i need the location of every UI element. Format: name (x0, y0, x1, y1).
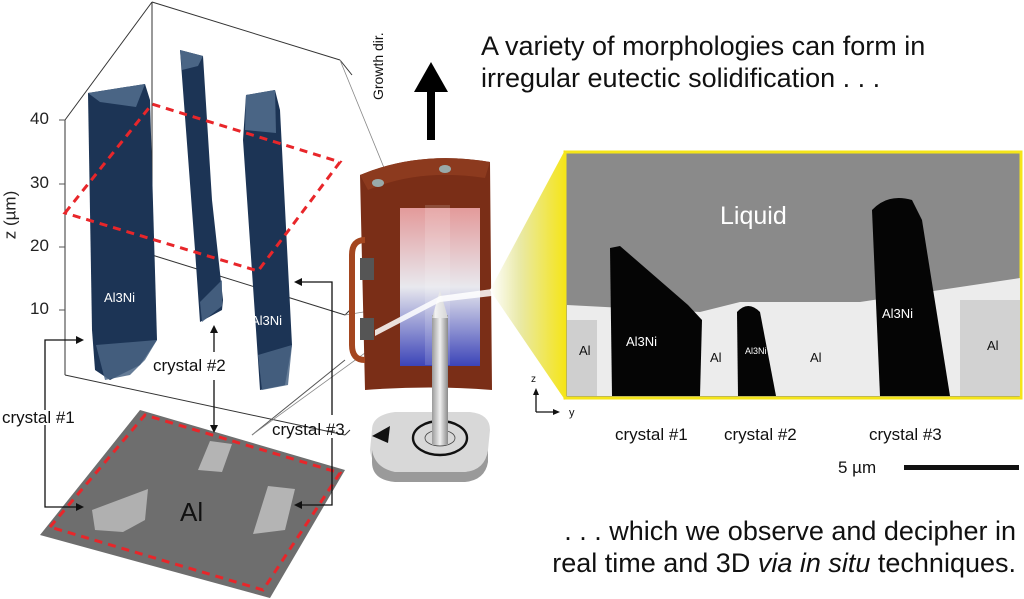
z-tick-20: 20 (30, 236, 49, 255)
crystal-1-label-xray: crystal #1 (615, 425, 688, 444)
magnification-wedge (490, 150, 565, 400)
liquid-label: Liquid (720, 202, 787, 230)
volume-bounding-box (64, 1, 353, 436)
crystal-2-label-3d: crystal #2 (153, 356, 226, 375)
al3ni-label-3d-2: Al3Ni (251, 313, 283, 328)
z-axis-label: z (µm) (0, 190, 20, 240)
xray-image (563, 150, 1023, 400)
z-tick-40: 40 (30, 109, 49, 128)
headline-top: A variety of morphologies can form in ir… (481, 30, 925, 94)
xray-al-label-2: Al (710, 350, 722, 365)
headline-bottom-line-1: . . . which we observe and decipher in (564, 516, 1016, 546)
scale-bar (904, 465, 1019, 470)
z-tick-10: 10 (30, 299, 49, 318)
xray-al3ni-label-2: Al3Ni (745, 346, 767, 356)
headline-bottom: . . . which we observe and decipher in r… (552, 515, 1016, 579)
xray-al-label-4: Al (987, 338, 999, 353)
xray-al-label-3: Al (810, 350, 822, 365)
crystal-2-label-xray: crystal #2 (724, 425, 797, 444)
crystal-3-label-xray: crystal #3 (869, 425, 942, 444)
al3ni-label-3d-1: Al3Ni (104, 290, 136, 305)
crystal-1-label-3d: crystal #1 (2, 408, 75, 427)
z-axis (59, 119, 65, 311)
headline-bottom-text: real time and 3D (552, 548, 758, 578)
crystal-pointer-heads (76, 278, 302, 511)
headline-bottom-text-end: techniques. (870, 548, 1016, 578)
crystal-2-3d (180, 50, 223, 322)
crystal-3-3d (243, 90, 292, 390)
slice-plane-outline (62, 102, 343, 273)
crystal-pointer-lines (44, 281, 333, 508)
scale-bar-label: 5 µm (838, 458, 877, 477)
zy-axis (533, 388, 560, 415)
xray-al-label-1: Al (579, 343, 591, 358)
crystal-3-label-3d: crystal #3 (272, 420, 345, 439)
headline-top-line-2: irregular eutectic solidification . . . (481, 63, 881, 93)
xray-al3ni-label-1: Al3Ni (626, 334, 658, 349)
z-tick-30: 30 (30, 173, 49, 192)
growth-apparatus (349, 158, 560, 482)
al-slice-label: Al (180, 497, 204, 527)
xray-al3ni-label-3: Al3Ni (882, 306, 914, 321)
growth-direction-label: Growth dir. (370, 32, 386, 100)
growth-direction-arrow (414, 62, 448, 140)
headline-bottom-italic: via in situ (757, 548, 871, 578)
headline-bottom-line-2: real time and 3D via in situ techniques. (552, 547, 1016, 579)
al-slice-image (40, 410, 345, 598)
axis-z-label: z (531, 374, 536, 385)
axis-y-label: y (569, 407, 575, 419)
crystal-1-3d (88, 84, 157, 380)
headline-top-line-1: A variety of morphologies can form in (481, 31, 926, 61)
